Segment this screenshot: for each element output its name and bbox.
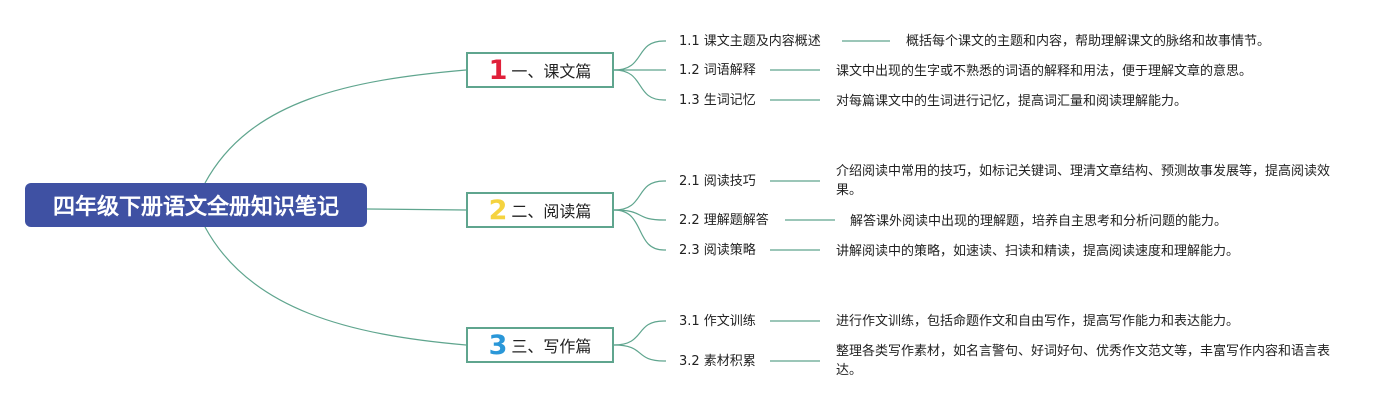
subtopic-description: 对每篇课文中的生词进行记忆，提高词汇量和阅读理解能力。 xyxy=(836,94,1188,109)
subtopic-description: 讲解阅读中的策略，如速读、扫读和精读，提高阅读速度和理解能力。 xyxy=(836,244,1240,259)
subtopic-label[interactable]: 2.2 理解题解答 xyxy=(679,213,769,228)
branch-title: 一、课文篇 xyxy=(511,62,592,81)
branch-number-badge: 3 xyxy=(488,329,508,361)
branch-to-subtopic-line xyxy=(613,40,666,71)
root-topic[interactable]: 四年级下册语文全册知识笔记 xyxy=(25,183,367,227)
root-to-branch-line xyxy=(204,69,467,184)
subtopic-description: 解答课外阅读中出现的理解题，培养自主思考和分析问题的能力。 xyxy=(850,214,1228,229)
root-topic-label: 四年级下册语文全册知识笔记 xyxy=(52,195,339,220)
branch-to-subtopic-line xyxy=(613,209,666,251)
subtopic-label[interactable]: 3.1 作文训练 xyxy=(679,314,756,329)
branch-to-subtopic-line xyxy=(613,320,666,346)
subtopic-description: 进行作文训练，包括命题作文和自由写作，提高写作能力和表达能力。 xyxy=(836,314,1240,329)
branch-title: 三、写作篇 xyxy=(511,337,592,356)
subtopic-description: 概括每个课文的主题和内容，帮助理解课文的脉络和故事情节。 xyxy=(906,34,1271,49)
branch-number-badge: 1 xyxy=(488,54,508,86)
subtopic-description: 介绍阅读中常用的技巧，如标记关键词、理清文章结构、预测故事发展等，提高阅读效果。 xyxy=(836,164,1331,198)
branch-to-subtopic-line xyxy=(613,209,666,221)
branch-to-subtopic-line xyxy=(613,180,666,211)
branch-node-xiezuo[interactable]: 3 三、写作篇 xyxy=(466,327,614,363)
subtopic-label[interactable]: 1.3 生词记忆 xyxy=(679,93,756,108)
branch-title: 二、阅读篇 xyxy=(511,202,592,221)
branch-to-subtopic-line xyxy=(613,344,666,362)
subtopic-description: 整理各类写作素材，如名言警句、好词好句、优秀作文范文等，丰富写作内容和语言表达。 xyxy=(836,344,1331,378)
branch-node-kewen[interactable]: 1 一、课文篇 xyxy=(466,52,614,88)
branch-node-yuedu[interactable]: 2 二、阅读篇 xyxy=(466,192,614,228)
subtopic-label[interactable]: 1.2 词语解释 xyxy=(679,63,756,78)
subtopic-description: 课文中出现的生字或不熟悉的词语的解释和用法，便于理解文章的意思。 xyxy=(836,64,1253,79)
subtopic-label[interactable]: 1.1 课文主题及内容概述 xyxy=(679,34,821,49)
root-to-branch-line xyxy=(204,226,467,346)
subtopic-label[interactable]: 2.3 阅读策略 xyxy=(679,243,756,258)
branch-number-badge: 2 xyxy=(488,194,508,226)
subtopic-label[interactable]: 3.2 素材积累 xyxy=(679,354,756,369)
branch-to-subtopic-line xyxy=(613,69,666,101)
root-to-branch-line xyxy=(366,208,467,211)
subtopic-label[interactable]: 2.1 阅读技巧 xyxy=(679,174,756,189)
